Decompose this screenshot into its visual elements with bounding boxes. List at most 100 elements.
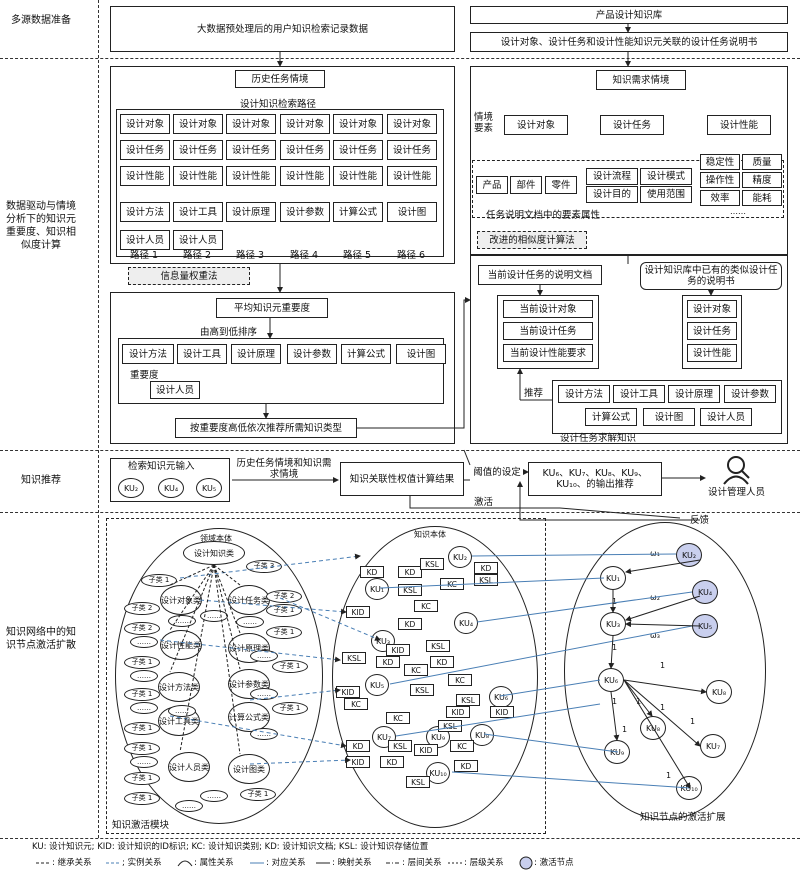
section-label-data-prep: 多源数据准备 — [11, 15, 71, 26]
path-title: 设计知识检索路径 — [240, 99, 317, 110]
history-cell: 设计图 — [387, 202, 437, 222]
weight-one: 1 — [660, 703, 666, 712]
element-label: 情境要素 — [474, 112, 494, 134]
ku-node: KU₆ — [489, 686, 513, 708]
history-cell: 设计任务 — [120, 140, 170, 160]
input-node-ku5: KU₅ — [196, 478, 222, 498]
object-attr: 部件 — [510, 176, 542, 194]
domain-ellipsis: …… — [200, 610, 228, 622]
info-weight-box: 信息量权重法 — [128, 267, 250, 285]
task-attr: 设计目的 — [586, 186, 638, 203]
user-icon — [722, 455, 752, 485]
ku-attr-tag: KC — [440, 578, 464, 590]
domain-ellipsis: …… — [130, 756, 158, 768]
ku-attr-tag: KID — [386, 644, 410, 656]
current-items-group — [497, 295, 599, 369]
legend-item: : 对应关系 — [266, 858, 306, 868]
domain-ellipsis: …… — [175, 800, 203, 812]
ku-attr-tag: KD — [380, 756, 404, 768]
importance-recommend: 按重要度高低依次推荐所需知识类型 — [175, 418, 357, 438]
solve-caption: 设计任务求解知识 — [560, 433, 637, 444]
ku-attr-tag: KSL — [342, 652, 366, 664]
object-attr: 产品 — [476, 176, 508, 194]
performance-attr: 稳定性 — [700, 154, 740, 170]
feedback-label: 反馈 — [690, 515, 710, 526]
performance-attr: 质量 — [742, 154, 782, 170]
spread-node: KU₁₀ — [676, 776, 702, 800]
importance-item: 计算公式 — [341, 344, 391, 364]
input-group — [110, 458, 230, 502]
domain-ellipsis: …… — [168, 705, 196, 717]
knowledge-title: 知识本体 — [414, 530, 446, 539]
omega-label: ω₁ — [650, 549, 660, 558]
ku-node: KU₅ — [365, 674, 389, 696]
lib-item: 设计任务 — [687, 322, 737, 340]
section-separator — [0, 450, 800, 451]
domain-subclass: 子类 1 — [124, 772, 160, 785]
domain-subclass: 子类 1 — [272, 660, 308, 673]
performance-attr: 精度 — [742, 172, 782, 188]
omega-label: ω₃ — [650, 631, 660, 640]
ku-attr-tag: KSL — [410, 684, 434, 696]
domain-subclass: 子类 1 — [124, 656, 160, 669]
context-label: 历史任务情境和知识需求情境 — [236, 458, 332, 480]
performance-ellipsis: …… — [730, 207, 746, 216]
importance-item: 设计原理 — [231, 344, 281, 364]
solve-item: 计算公式 — [585, 408, 637, 426]
user-records-box: 大数据预处理后的用户知识检索记录数据 — [110, 6, 455, 52]
calc-box: 知识关联性权值计算结果 — [340, 462, 464, 496]
spread-node: KU₅ — [692, 614, 718, 638]
output-box: KU₆、KU₇、KU₈、KU₉、KU₁₀、的输出推荐 — [528, 462, 662, 496]
importance-item: 设计图 — [396, 344, 446, 364]
history-cell: 设计对象 — [120, 114, 170, 134]
sort-label: 由高到低排序 — [200, 327, 258, 338]
domain-subclass: 子类 3 — [246, 560, 282, 573]
section-label-recommend: 知识推荐 — [21, 475, 61, 486]
importance-item: 设计工具 — [177, 344, 227, 364]
section-label-spread: 知识网络中的知识节点激活扩散 — [6, 627, 76, 651]
importance-person: 设计人员 — [150, 381, 200, 399]
domain-ellipsis: …… — [236, 616, 264, 628]
history-cell: 设计性能 — [173, 166, 223, 186]
ku-node: KU₁ — [365, 578, 389, 600]
importance-item: 设计参数 — [287, 344, 337, 364]
path-grid-group — [116, 109, 444, 257]
history-cell: 计算公式 — [333, 202, 383, 222]
history-cell: 设计人员 — [120, 230, 170, 250]
ku-attr-tag: KSL — [456, 694, 480, 706]
history-cell: 设计任务 — [226, 140, 276, 160]
domain-subclass: 子类 1 — [266, 604, 302, 617]
recommend-label: 推荐 — [524, 388, 544, 399]
ku-attr-tag: KD — [376, 656, 400, 668]
ku-attr-tag: KD — [398, 618, 422, 630]
current-item: 当前设计性能要求 — [503, 344, 593, 362]
similarity-box: 改进的相似度计算法 — [477, 231, 587, 249]
object-attr: 零件 — [545, 176, 577, 194]
module-label: 知识激活模块 — [112, 820, 170, 831]
solve-item: 设计工具 — [613, 385, 665, 403]
history-cell: 设计对象 — [280, 114, 330, 134]
input-title: 检索知识元输入 — [128, 461, 195, 472]
ku-node: KU₂ — [448, 546, 472, 568]
ku-attr-tag: KC — [450, 740, 474, 752]
task-attr: 设计模式 — [640, 168, 692, 185]
section-separator — [0, 838, 800, 839]
solve-item: 设计参数 — [724, 385, 776, 403]
domain-class: 设计性能类 — [160, 630, 202, 660]
ku-attr-tag: KSL — [420, 558, 444, 570]
ku-attr-tag: KSL — [438, 720, 462, 732]
history-cell: 设计对象 — [173, 114, 223, 134]
label-column-divider — [98, 0, 99, 838]
current-doc: 当前设计任务的说明文档 — [478, 265, 602, 285]
ku-attr-tag: KSL — [426, 640, 450, 652]
history-cell: 设计性能 — [333, 166, 383, 186]
history-cell: 设计任务 — [333, 140, 383, 160]
domain-subclass: 子类 1 — [124, 742, 160, 755]
omega-label: ω₂ — [650, 593, 660, 602]
ku-node: KU₁₀ — [426, 762, 450, 784]
section-label-importance: 数据驱动与情境分析下的知识元重要度、知识相似度计算 — [6, 201, 76, 251]
ku-attr-tag: KID — [446, 706, 470, 718]
history-cell: 设计原理 — [226, 202, 276, 222]
spread-node: KU₆ — [598, 668, 624, 692]
solve-item: 设计方法 — [558, 385, 610, 403]
